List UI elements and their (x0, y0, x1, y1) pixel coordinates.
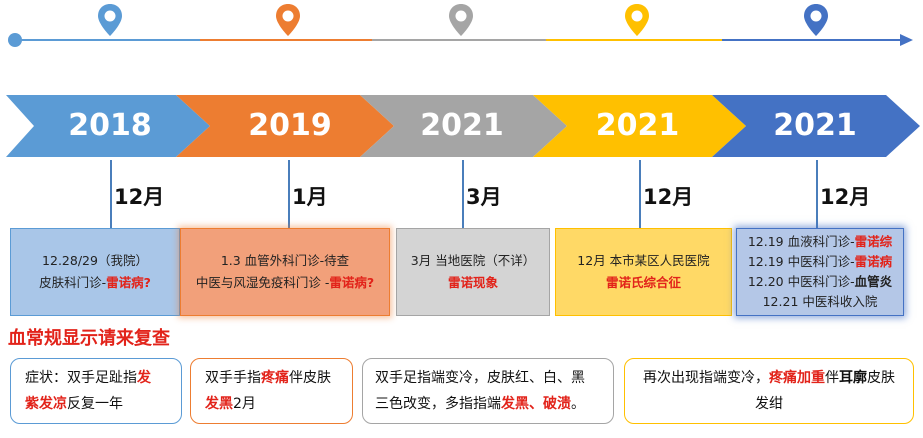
location-pin-icon (625, 4, 649, 36)
month-label: 12月 (114, 185, 165, 209)
event-box-2021-dec: 12月 本市某区人民医院 雷诺氏综合征 (555, 228, 732, 316)
top-timeline (8, 33, 913, 47)
year-label: 2018 (68, 108, 152, 143)
section-title: 血常规显示请来复查 (8, 328, 170, 349)
event-line: 皮肤科门诊-雷诺病? (39, 272, 151, 294)
event-line: 12.19 中医科门诊-雷诺病 (748, 252, 892, 272)
chevron-2018 (6, 95, 210, 157)
event-diagnosis: 雷诺氏综合征 (605, 275, 681, 290)
event-line: 12.28/29（我院） (42, 253, 148, 268)
event-line: 12月 本市某区人民医院 (577, 253, 710, 268)
event-line: 12.19 血液科门诊-雷诺综 (748, 232, 892, 252)
year-label: 2021 (773, 108, 857, 143)
month-label: 1月 (292, 185, 328, 209)
symptom-text: 再次出现指端变冷，疼痛加重伴耳廓皮肤发绀 (643, 370, 895, 412)
year-label: 2019 (248, 108, 332, 143)
month-label: 3月 (466, 185, 502, 209)
symptom-box-2: 双手手指疼痛伴皮肤发黑2月 (190, 358, 353, 424)
connector-line (288, 160, 290, 228)
month-label: 12月 (820, 185, 871, 209)
event-line: 1.3 血管外科门诊-待查 (220, 253, 350, 268)
location-pin-icon (449, 4, 473, 36)
connector-line (110, 160, 112, 228)
event-text: 中医与风湿免疫科门诊 - (195, 275, 330, 290)
year-label: 2021 (420, 108, 504, 143)
event-diagnosis: 雷诺病? (106, 275, 151, 290)
event-box-2021-march: 3月 当地医院（不详） 雷诺现象 (396, 228, 550, 316)
event-text: 12.19 血液科门诊- (747, 234, 855, 249)
event-box-2021-dec-19: 12.19 血液科门诊-雷诺综 12.19 中医科门诊-雷诺病 12.20 中医… (736, 228, 904, 316)
symptom-text: 症状：双手足趾指发紫发凉反复一年 (25, 370, 151, 412)
event-diagnosis: 雷诺病 (854, 254, 893, 269)
event-diagnosis: 雷诺综 (854, 234, 893, 249)
event-box-2019: 1.3 血管外科门诊-待查 中医与风湿免疫科门诊 -雷诺病? (180, 228, 390, 316)
event-diagnosis: 血管炎 (854, 274, 893, 289)
event-line: 12.21 中医科收入院 (762, 294, 878, 309)
event-text: 皮肤科门诊- (39, 275, 107, 290)
location-pin-icon (804, 4, 828, 36)
event-text: 12.19 中医科门诊- (747, 254, 855, 269)
connector-line (816, 160, 818, 228)
timeline-start-dot (8, 33, 22, 47)
connector-line (462, 160, 464, 228)
symptom-text: 双手手指疼痛伴皮肤发黑2月 (205, 370, 331, 412)
event-line: 中医与风湿免疫科门诊 -雷诺病? (196, 272, 374, 294)
year-chevron-band (6, 95, 920, 157)
chevron-2021-b (533, 95, 746, 157)
symptom-text: 双手足指端变冷，皮肤红、白、黑三色改变，多指指端发黑、破溃。 (375, 370, 585, 412)
month-label: 12月 (643, 185, 694, 209)
symptom-box-4: 再次出现指端变冷，疼痛加重伴耳廓皮肤发绀 (624, 358, 914, 424)
event-line: 3月 当地医院（不详） (410, 253, 536, 268)
chevron-2021-c (712, 95, 920, 157)
event-text: 12.20 中医科门诊- (747, 274, 855, 289)
location-pin-icon (98, 4, 122, 36)
timeline-arrow-head (900, 34, 913, 46)
symptom-box-1: 症状：双手足趾指发紫发凉反复一年 (10, 358, 182, 424)
event-box-2018: 12.28/29（我院） 皮肤科门诊-雷诺病? (10, 228, 180, 316)
event-diagnosis: 雷诺病? (329, 275, 375, 290)
connector-line (639, 160, 641, 228)
event-line: 12.20 中医科门诊-血管炎 (748, 272, 892, 292)
event-diagnosis: 雷诺现象 (447, 275, 498, 290)
chevron-2021-a (360, 95, 567, 157)
chevron-2019 (176, 95, 394, 157)
year-label: 2021 (595, 108, 680, 143)
symptom-box-3: 双手足指端变冷，皮肤红、白、黑三色改变，多指指端发黑、破溃。 (362, 358, 614, 424)
location-pin-icon (276, 4, 300, 36)
